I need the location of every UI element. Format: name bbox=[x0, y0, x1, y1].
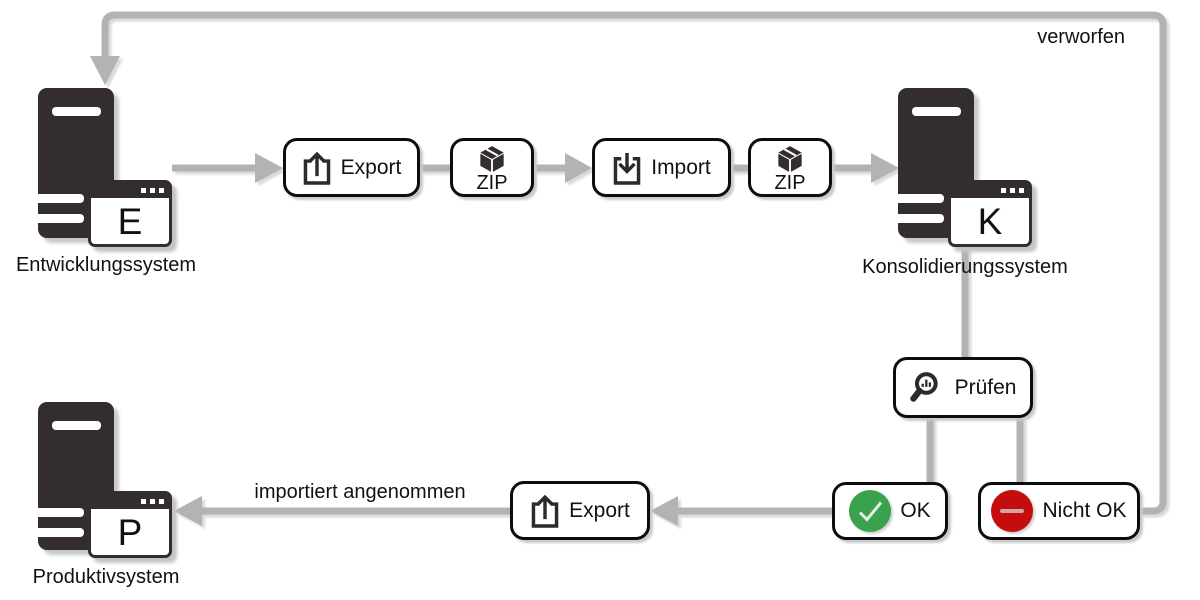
titlebar-dot-icon bbox=[141, 187, 146, 193]
development-window-icon: E bbox=[88, 180, 172, 247]
window-titlebar bbox=[90, 182, 170, 198]
server-slot bbox=[898, 194, 944, 203]
package-icon bbox=[778, 146, 802, 172]
titlebar-dot-icon bbox=[150, 498, 155, 504]
window-letter: E bbox=[117, 201, 143, 242]
titlebar-dot-icon bbox=[159, 187, 164, 193]
step-label: Prüfen bbox=[954, 375, 1017, 399]
step-label: ZIP bbox=[774, 172, 806, 194]
rejected-edge-label: verworfen bbox=[1037, 26, 1125, 48]
edge-rejected-loop bbox=[101, 11, 1167, 515]
titlebar-dot-icon bbox=[150, 187, 155, 193]
development-label: Entwicklungssystem bbox=[15, 254, 197, 276]
consolidation-label: Konsolidierungssystem bbox=[862, 256, 1068, 278]
step-check: Prüfen bbox=[893, 357, 1033, 418]
export-icon bbox=[531, 494, 559, 528]
production-server-icon bbox=[38, 402, 114, 550]
step-zip-after-import: ZIP bbox=[748, 138, 832, 197]
window-titlebar bbox=[950, 182, 1030, 198]
step-export-bottom: Export bbox=[510, 481, 650, 540]
window-titlebar bbox=[90, 493, 170, 509]
window-letter: K bbox=[977, 201, 1003, 242]
arrowhead-to-export-bottom bbox=[650, 496, 678, 526]
server-slot bbox=[52, 107, 101, 116]
titlebar-dot-icon bbox=[159, 498, 164, 504]
server-slot bbox=[912, 107, 961, 116]
step-not-ok: Nicht OK bbox=[978, 482, 1140, 540]
package-icon bbox=[480, 146, 504, 172]
production-window-icon: P bbox=[88, 491, 172, 558]
server-slot bbox=[52, 421, 101, 430]
arrowhead-down-into-development bbox=[90, 56, 120, 85]
step-label: Import bbox=[651, 155, 711, 179]
server-slot bbox=[38, 528, 84, 537]
minus-bar bbox=[1000, 509, 1025, 513]
step-label: ZIP bbox=[476, 172, 508, 194]
server-slot bbox=[898, 214, 944, 223]
server-slot bbox=[38, 214, 84, 223]
titlebar-dot-icon bbox=[1019, 187, 1024, 193]
step-import: Import bbox=[592, 138, 731, 197]
server-slot bbox=[38, 194, 84, 203]
titlebar-dot-icon bbox=[141, 498, 146, 504]
magnifier-icon bbox=[909, 371, 938, 402]
step-label: Export bbox=[569, 498, 630, 522]
server-slot bbox=[38, 508, 84, 517]
import-icon bbox=[613, 152, 641, 185]
export-icon bbox=[303, 151, 330, 185]
minus-circle-icon bbox=[991, 490, 1034, 532]
titlebar-dot-icon bbox=[1001, 187, 1006, 193]
arrowhead-to-production bbox=[174, 496, 202, 526]
step-export-top: Export bbox=[283, 138, 420, 197]
consolidation-window-icon: K bbox=[948, 180, 1032, 247]
accepted-edge-label: importiert angenommen bbox=[254, 481, 466, 503]
production-label: Produktivsystem bbox=[32, 566, 180, 588]
arrowhead-to-import bbox=[565, 153, 592, 183]
arrowhead-to-consolidation bbox=[871, 153, 899, 183]
window-letter: P bbox=[117, 512, 143, 553]
step-label: Export bbox=[340, 155, 402, 179]
step-label: OK bbox=[900, 499, 931, 522]
check-circle-icon bbox=[849, 490, 892, 532]
step-zip-after-export: ZIP bbox=[450, 138, 534, 197]
step-ok: OK bbox=[832, 482, 948, 540]
titlebar-dot-icon bbox=[1010, 187, 1015, 193]
step-label: Nicht OK bbox=[1042, 499, 1127, 522]
arrowhead-to-export bbox=[255, 153, 283, 183]
